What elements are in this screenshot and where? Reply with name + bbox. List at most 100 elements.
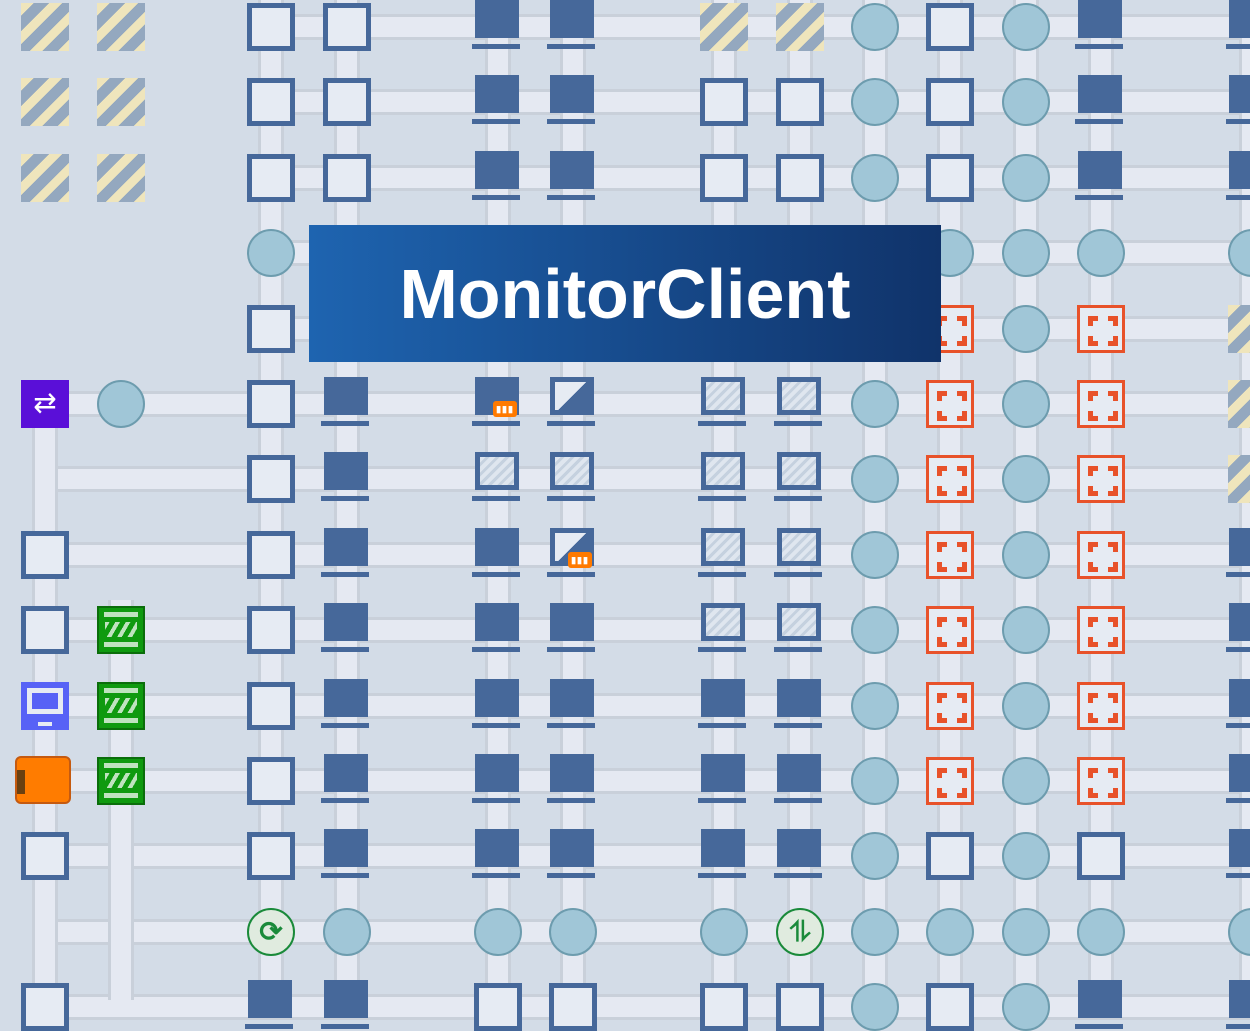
red-dotted-square-icon[interactable] xyxy=(926,455,974,504)
node-circle-icon[interactable] xyxy=(1002,380,1050,428)
node-circle-icon[interactable] xyxy=(1228,907,1250,956)
monitor-filled-icon[interactable] xyxy=(245,980,295,1031)
empty-slot-icon[interactable] xyxy=(247,78,295,127)
node-circle-icon[interactable] xyxy=(1077,229,1125,278)
monitor-filled-icon[interactable] xyxy=(1226,150,1250,202)
node-circle-icon[interactable] xyxy=(1002,304,1050,353)
empty-slot-icon[interactable] xyxy=(926,153,974,202)
monitor-filled-icon[interactable] xyxy=(321,377,371,428)
monitor-filled-icon[interactable] xyxy=(472,603,522,654)
hazard-stripes-icon[interactable] xyxy=(21,153,69,202)
empty-slot-icon[interactable] xyxy=(474,983,522,1031)
empty-slot-icon[interactable] xyxy=(247,832,295,881)
monitor-filled-icon[interactable] xyxy=(774,829,824,880)
monitor-filled-icon[interactable] xyxy=(547,829,597,880)
green-fork-circle-icon[interactable]: ⥮ xyxy=(776,907,824,956)
node-circle-icon[interactable] xyxy=(1002,757,1050,805)
node-circle-icon[interactable] xyxy=(851,681,899,730)
red-dotted-square-icon[interactable] xyxy=(1077,606,1125,655)
monitor-hatched-icon[interactable] xyxy=(774,603,824,654)
node-circle-icon[interactable] xyxy=(1002,681,1050,730)
green-sync-circle-icon[interactable]: ⟳ xyxy=(247,907,295,956)
red-dotted-square-icon[interactable] xyxy=(926,380,974,428)
monitor-filled-icon[interactable] xyxy=(1075,980,1125,1031)
node-circle-icon[interactable] xyxy=(851,907,899,956)
monitor-hatched-icon[interactable] xyxy=(774,527,824,579)
empty-slot-icon[interactable] xyxy=(323,3,371,51)
hazard-stripes-icon[interactable] xyxy=(97,78,145,127)
node-circle-icon[interactable] xyxy=(851,606,899,655)
monitor-half-icon[interactable] xyxy=(547,377,597,428)
hazard-stripes-icon[interactable] xyxy=(776,3,824,51)
monitor-filled-icon[interactable] xyxy=(1226,603,1250,654)
monitor-filled-icon[interactable] xyxy=(1075,75,1125,126)
node-circle-icon[interactable] xyxy=(851,832,899,881)
empty-slot-icon[interactable] xyxy=(247,606,295,655)
node-circle-icon[interactable] xyxy=(1002,907,1050,956)
monitor-hatched-icon[interactable] xyxy=(698,527,748,579)
node-circle-icon[interactable] xyxy=(1002,606,1050,655)
monitor-filled-icon[interactable] xyxy=(1075,150,1125,202)
empty-slot-icon[interactable] xyxy=(247,530,295,579)
monitor-filled-icon[interactable] xyxy=(774,678,824,730)
hazard-stripes-icon[interactable] xyxy=(1228,455,1250,504)
monitor-filled-icon[interactable] xyxy=(1075,0,1125,51)
red-dotted-square-icon[interactable] xyxy=(926,530,974,579)
node-circle-icon[interactable] xyxy=(1002,983,1050,1031)
node-circle-icon[interactable] xyxy=(1077,907,1125,956)
monitor-filled-icon[interactable] xyxy=(472,0,522,51)
monitor-filled-icon[interactable] xyxy=(321,980,371,1031)
orange-block-icon[interactable] xyxy=(15,756,71,805)
monitor-hatched-icon[interactable] xyxy=(547,452,597,503)
node-circle-icon[interactable] xyxy=(474,907,522,956)
node-circle-icon[interactable] xyxy=(1002,530,1050,579)
empty-slot-icon[interactable] xyxy=(926,832,974,881)
empty-slot-icon[interactable] xyxy=(247,681,295,730)
monitor-filled-icon[interactable] xyxy=(472,754,522,805)
empty-slot-icon[interactable] xyxy=(247,757,295,805)
red-dotted-square-icon[interactable] xyxy=(926,681,974,730)
monitor-hatched-icon[interactable] xyxy=(698,452,748,503)
node-circle-icon[interactable] xyxy=(1002,153,1050,202)
monitor-filled-icon[interactable] xyxy=(547,678,597,730)
empty-slot-icon[interactable] xyxy=(700,983,748,1031)
empty-slot-icon[interactable] xyxy=(21,983,69,1031)
hazard-stripes-icon[interactable] xyxy=(21,3,69,51)
empty-slot-icon[interactable] xyxy=(549,983,597,1031)
node-circle-icon[interactable] xyxy=(851,380,899,428)
empty-slot-icon[interactable] xyxy=(247,455,295,504)
monitor-hatched-icon[interactable] xyxy=(698,603,748,654)
monitor-filled-icon[interactable] xyxy=(774,754,824,805)
empty-slot-icon[interactable] xyxy=(247,304,295,353)
monitor-filled-icon[interactable] xyxy=(1226,527,1250,579)
red-dotted-square-icon[interactable] xyxy=(926,606,974,655)
hazard-stripes-icon[interactable] xyxy=(97,3,145,51)
node-circle-icon[interactable] xyxy=(1228,229,1250,278)
monitor-filled-icon[interactable] xyxy=(321,678,371,730)
node-circle-icon[interactable] xyxy=(851,455,899,504)
node-circle-icon[interactable] xyxy=(247,229,295,278)
hazard-stripes-icon[interactable] xyxy=(1228,304,1250,353)
monitor-hatched-icon[interactable] xyxy=(472,452,522,503)
monitor-hatched-icon[interactable] xyxy=(774,452,824,503)
empty-slot-icon[interactable] xyxy=(700,78,748,127)
monitor-filled-icon[interactable] xyxy=(472,527,522,579)
monitor-filled-icon[interactable] xyxy=(698,678,748,730)
red-dotted-square-icon[interactable] xyxy=(1077,757,1125,805)
monitor-filled-icon[interactable] xyxy=(1226,980,1250,1031)
node-circle-icon[interactable] xyxy=(1002,229,1050,278)
red-dotted-square-icon[interactable] xyxy=(1077,455,1125,504)
blue-monitor-icon[interactable] xyxy=(21,681,69,730)
empty-slot-icon[interactable] xyxy=(776,153,824,202)
monitor-filled-icon[interactable] xyxy=(1226,829,1250,880)
empty-slot-icon[interactable] xyxy=(21,832,69,881)
node-circle-icon[interactable] xyxy=(851,530,899,579)
empty-slot-icon[interactable] xyxy=(247,380,295,428)
monitor-filled-icon[interactable] xyxy=(1226,75,1250,126)
node-circle-icon[interactable] xyxy=(549,907,597,956)
hazard-stripes-icon[interactable] xyxy=(1228,380,1250,428)
node-circle-icon[interactable] xyxy=(1002,78,1050,127)
empty-slot-icon[interactable] xyxy=(776,983,824,1031)
monitor-filled-icon[interactable] xyxy=(472,75,522,126)
monitor-filled-icon[interactable] xyxy=(321,603,371,654)
